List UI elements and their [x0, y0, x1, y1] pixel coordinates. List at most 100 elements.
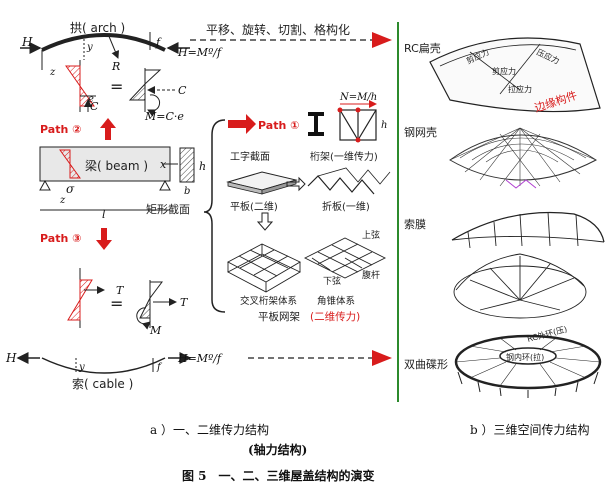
truss-label: 桁架(一维传力)	[310, 150, 378, 163]
cable-y: y	[78, 362, 85, 373]
top-arrow-head	[372, 32, 392, 48]
caption-figure: 图 5 一、二、三维屋盖结构的演变	[182, 468, 375, 483]
truss-node-2	[355, 107, 361, 113]
cable-f: f	[156, 362, 163, 373]
ibeam-top	[308, 112, 324, 116]
sec1-C-bottom: C	[90, 100, 99, 113]
membrane-roof	[451, 211, 605, 249]
flat-grid-label: 平板网架	[258, 310, 300, 323]
sec1-M-formula: M=C·e	[144, 110, 184, 123]
folded-plate-label: 折板(一维)	[322, 200, 370, 213]
saddle-inner-ring: 钢内环(拉)	[506, 352, 544, 362]
sec1-moment-arc	[147, 94, 161, 117]
caption-b: b ）三维空间传力结构	[470, 422, 590, 437]
sec3-T2: T	[180, 296, 189, 309]
path3-down-arrow	[96, 228, 112, 250]
arch-R-arrow	[107, 33, 119, 59]
saddle-label: 双曲碟形	[404, 358, 448, 371]
section3-group: T = T M	[67, 268, 189, 337]
rc-shell-inner	[439, 44, 577, 67]
rc-shell-label: RC扁壳	[404, 41, 441, 55]
flat-grid-note: (二维传力)	[310, 310, 360, 323]
caption-a2: (轴力结构)	[248, 442, 307, 457]
path3-label: Path ③	[40, 232, 81, 245]
arch-R: R	[111, 60, 120, 73]
beam-support-left	[39, 179, 51, 191]
sec1-equals: =	[110, 77, 123, 96]
grid-upper-label: 上弦	[362, 229, 380, 241]
path2-up-arrow	[100, 118, 116, 140]
steel-shell-support	[505, 179, 537, 189]
truss-node-1	[337, 107, 343, 113]
saddle-roof	[454, 334, 602, 398]
arch-f: f	[155, 36, 162, 49]
cable-H-formula: H=Mº/f	[177, 352, 223, 365]
arch-z: z	[49, 67, 56, 78]
sec3-equals: =	[110, 294, 123, 313]
sec3-M: M	[149, 324, 162, 337]
rc-shell-diag2	[499, 43, 541, 95]
arch-curve	[41, 33, 166, 52]
top-transform-arrow: 平移、旋转、切割、格构化	[190, 22, 392, 48]
ibeam-label: 工字截面	[230, 150, 270, 163]
membrane-stadium	[453, 253, 587, 319]
sec3-stress	[67, 279, 93, 321]
path2-group: Path ②	[40, 118, 116, 140]
captions: a ）一、二维传力结构 (轴力结构) b ）三维空间传力结构 图 5 一、二、三…	[150, 422, 590, 483]
rc-tension-label: 拉应力	[508, 84, 532, 94]
ibeam-web	[314, 116, 318, 132]
grids-group: 上弦 下弦 腹杆 交叉桁架体系 角锥体系 平板网架 (二维传力)	[227, 229, 387, 323]
folded-plate	[307, 175, 375, 195]
beam-l: l	[102, 208, 106, 221]
plate-transform-arrow	[286, 176, 306, 192]
beam-support-right	[159, 179, 171, 191]
cable-label: 索( cable )	[72, 377, 133, 391]
bottom-arrow-head	[372, 350, 392, 366]
truss-NMh: N=M/h	[339, 92, 377, 103]
rect-section	[179, 147, 195, 183]
beam-z: z	[59, 195, 66, 206]
angle-grid-label: 角锥体系	[317, 295, 355, 307]
arch-H-formula: H=Mº/f	[177, 46, 223, 59]
truss-h: h	[381, 120, 387, 131]
cross-truss-grid	[227, 243, 301, 293]
rc-shear-label-2: 剪应力	[492, 66, 516, 76]
beam-stress	[59, 149, 81, 179]
options-brace	[203, 119, 226, 313]
folded-plate-back	[317, 167, 391, 185]
steel-shell-label: 钢网壳	[404, 125, 437, 139]
cable-H-left: H	[5, 351, 17, 365]
beam-label: 梁( beam )	[85, 158, 148, 173]
rect-section-label: 矩形截面	[146, 202, 190, 216]
membrane-label: 索膜	[404, 217, 426, 231]
arch-group: 拱( arch ) H y z R f H=Mº/f	[20, 21, 223, 78]
sec3-moment-arc	[136, 307, 151, 330]
beam-b: b	[184, 186, 190, 197]
path1-arrow	[228, 114, 256, 134]
beam-group: 梁( beam ) σ z l x h b 矩形截面	[39, 146, 206, 221]
path1-group: Path ① 工字截面 N=M/h h 桁架(一维传力)	[228, 92, 387, 163]
grid-lower-label: 下弦	[323, 275, 341, 287]
beam-sigma: σ	[66, 182, 75, 196]
sec1-C-right: C	[178, 84, 187, 97]
right-panel: RC扁壳 剪应力 压应力 剪应力 拉应力 边缘构件 钢网壳 索膜	[404, 37, 605, 398]
beam-h: h	[199, 160, 206, 173]
angle-pyramid-grid	[303, 237, 387, 279]
grid-web-label: 腹杆	[362, 269, 380, 281]
arch-H-left: H	[21, 35, 33, 49]
section1-group: e C = C M=C·e	[65, 60, 187, 123]
truss-node-3	[355, 137, 361, 143]
steel-shell-dome	[449, 127, 597, 187]
saddle-outer-ring: RC外环(压)	[526, 324, 568, 344]
grid-transform-arrow	[256, 212, 274, 231]
cross-grid-label: 交叉桁架体系	[240, 295, 297, 307]
truss-drawing	[339, 109, 377, 141]
rc-shell-diag1	[469, 51, 521, 91]
plates-group: 平板(二维) 折板(一维)	[226, 167, 391, 213]
arch-title: 拱( arch )	[70, 21, 125, 35]
caption-a: a ）一、二维传力结构	[150, 422, 269, 437]
sec1-triangle2	[128, 82, 146, 101]
sec3-tri1	[149, 281, 163, 300]
path2-label: Path ②	[40, 123, 81, 136]
